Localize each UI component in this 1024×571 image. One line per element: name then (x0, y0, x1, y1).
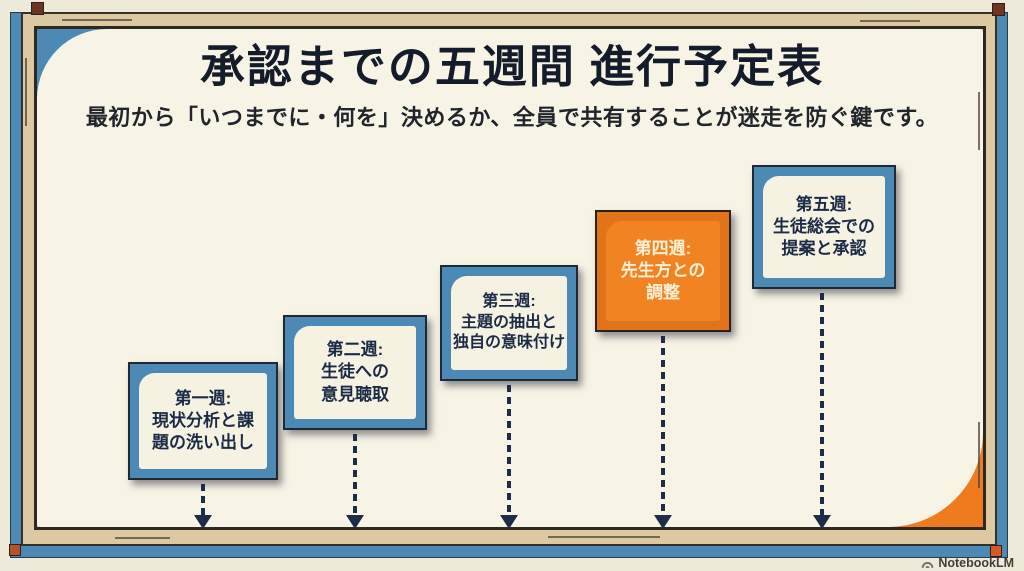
timeline-arrow-week-3 (507, 385, 511, 515)
step-task-line: 調整 (646, 283, 680, 303)
step-task-line: 現状分析と課 (152, 410, 254, 430)
step-card-panel: 第三週: 主題の抽出と 独自の意味付け (451, 276, 567, 370)
notebooklm-logo-icon (922, 561, 934, 568)
frame-corner-square (992, 3, 1005, 16)
step-card-week-3: 第三週: 主題の抽出と 独自の意味付け (440, 265, 578, 381)
arrow-down-icon (654, 515, 672, 529)
watermark-label: NotebookLM (938, 556, 1014, 570)
hand-drawn-accent (978, 422, 980, 488)
step-task-line: 独自の意味付け (452, 334, 565, 352)
page-subtitle: 最初から「いつまでに・何を」決めるか、全員で共有することが迷走を防ぐ鍵です。 (85, 105, 939, 130)
step-week-label: 第五週: (795, 194, 853, 214)
hand-drawn-accent (548, 536, 660, 538)
step-card-panel: 第五週: 生徒総会での 提案と承認 (763, 176, 885, 278)
timeline-arrow-week-1 (201, 484, 205, 515)
arrow-down-icon (346, 515, 364, 529)
page-title: 承認までの五週間 進行予定表 (199, 42, 825, 92)
arrow-down-icon (500, 515, 518, 529)
step-card-panel: 第一週: 現状分析と課 題の洗い出し (139, 373, 267, 469)
step-card-week-4-highlighted: 第四週: 先生方との 調整 (595, 210, 731, 332)
step-card-week-5: 第五週: 生徒総会での 提案と承認 (752, 165, 896, 289)
step-task-line: 主題の抽出と (460, 313, 557, 331)
step-task-line: 題の洗い出し (152, 433, 254, 453)
step-task-line: 提案と承認 (781, 239, 867, 259)
step-task-line: 生徒総会での (773, 216, 875, 236)
step-card-panel: 第二週: 生徒への 意見聴取 (294, 326, 416, 419)
step-task-line: 生徒への (321, 362, 389, 382)
hand-drawn-accent (62, 19, 132, 21)
step-week-label: 第四週: (634, 238, 692, 258)
step-card-week-1: 第一週: 現状分析と課 題の洗い出し (128, 362, 278, 480)
hand-drawn-accent (860, 20, 920, 22)
hand-drawn-accent (25, 58, 27, 126)
step-week-label: 第三週: (482, 292, 536, 310)
hand-drawn-accent (115, 537, 170, 539)
frame-corner-square (9, 544, 21, 556)
hand-drawn-accent (978, 92, 980, 150)
frame-corner-square (31, 2, 44, 15)
timeline-arrow-week-2 (353, 434, 357, 515)
step-week-label: 第二週: (326, 340, 384, 360)
step-week-label: 第一週: (174, 388, 232, 408)
timeline-arrow-week-4 (661, 336, 665, 515)
step-card-panel: 第四週: 先生方との 調整 (606, 221, 720, 321)
watermark: NotebookLM (921, 556, 1014, 570)
arrow-down-icon (194, 515, 212, 529)
step-task-line: 意見聴取 (321, 384, 389, 404)
arrow-down-icon (813, 515, 831, 529)
step-task-line: 先生方との (620, 260, 706, 280)
frame-corner-square (990, 545, 1002, 557)
timeline-arrow-week-5 (820, 293, 824, 515)
step-card-week-2: 第二週: 生徒への 意見聴取 (283, 315, 427, 430)
